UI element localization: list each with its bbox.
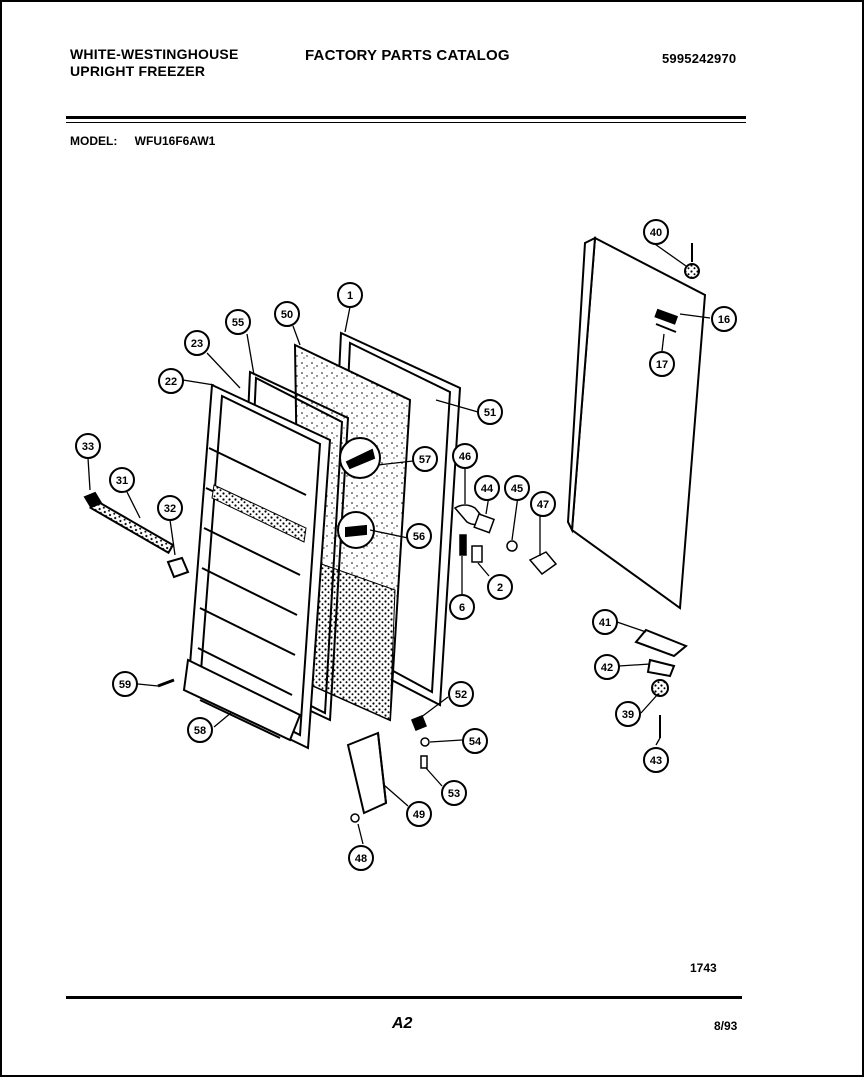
callout-58: 58 <box>187 717 213 743</box>
callout-48: 48 <box>348 845 374 871</box>
callout-39-label: 39 <box>622 709 634 721</box>
footer-rule <box>66 996 742 999</box>
callout-40-label: 40 <box>650 227 662 239</box>
detail-circles <box>337 437 381 549</box>
callout-47-label: 47 <box>537 499 549 511</box>
callout-42: 42 <box>594 654 620 680</box>
callout-23-label: 23 <box>191 338 203 350</box>
callout-54: 54 <box>462 728 488 754</box>
callout-50-label: 50 <box>281 309 293 321</box>
callout-31: 31 <box>109 467 135 493</box>
callout-32-label: 32 <box>164 503 176 515</box>
callout-46: 46 <box>452 443 478 469</box>
callout-2-label: 2 <box>497 582 503 594</box>
callout-17-label: 17 <box>656 359 668 371</box>
header-rule-thick <box>66 116 746 119</box>
callout-17: 17 <box>649 351 675 377</box>
callout-55: 55 <box>225 309 251 335</box>
callout-22-label: 22 <box>165 376 177 388</box>
callout-41-label: 41 <box>599 617 611 629</box>
callout-59-label: 59 <box>119 679 131 691</box>
callout-33: 33 <box>75 433 101 459</box>
callout-33-label: 33 <box>82 441 94 453</box>
callout-50: 50 <box>274 301 300 327</box>
callout-58-label: 58 <box>194 725 206 737</box>
callout-22: 22 <box>158 368 184 394</box>
catalog-part-number: 5995242970 <box>662 51 737 66</box>
model-label: MODEL: <box>70 134 118 148</box>
callout-45: 45 <box>504 475 530 501</box>
callout-6: 6 <box>449 594 475 620</box>
bottom-hinge-part <box>634 628 688 738</box>
callout-49: 49 <box>406 801 432 827</box>
header-rule-thin <box>66 122 746 123</box>
catalog-title: FACTORY PARTS CATALOG <box>305 47 510 64</box>
callout-56-label: 56 <box>413 531 425 543</box>
callout-43-label: 43 <box>650 755 662 767</box>
callout-52-label: 52 <box>455 689 467 701</box>
callout-54-label: 54 <box>469 736 482 748</box>
callout-44: 44 <box>474 475 500 501</box>
leader-lines <box>87 241 711 845</box>
callout-53: 53 <box>441 780 467 806</box>
callout-56: 56 <box>406 523 432 549</box>
small-hardware <box>157 504 558 823</box>
callout-59: 59 <box>112 671 138 697</box>
callout-16-label: 16 <box>718 314 730 326</box>
brand-name: WHITE-WESTINGHOUSE <box>70 46 239 62</box>
callout-23: 23 <box>184 330 210 356</box>
callout-40: 40 <box>643 219 669 245</box>
callout-49-label: 49 <box>413 809 425 821</box>
callout-31-label: 31 <box>116 475 128 487</box>
callout-43: 43 <box>643 747 669 773</box>
hinge-cover-part <box>346 731 388 815</box>
callout-53-label: 53 <box>448 788 460 800</box>
callout-42-label: 42 <box>601 662 613 674</box>
product-type: UPRIGHT FREEZER <box>70 63 206 79</box>
callout-47: 47 <box>530 491 556 517</box>
callout-45-label: 45 <box>511 483 523 495</box>
callout-51: 51 <box>477 399 503 425</box>
model-number: WFU16F6AW1 <box>134 134 216 148</box>
door-liner-part <box>186 383 332 750</box>
door-outer-panel-part <box>566 236 707 610</box>
callout-46-label: 46 <box>459 451 471 463</box>
figure-number: 1743 <box>690 961 717 975</box>
handle-assembly <box>83 491 190 579</box>
callout-57-label: 57 <box>419 454 431 466</box>
page-label: A2 <box>392 1015 413 1032</box>
callout-48-label: 48 <box>355 853 367 865</box>
callout-51-label: 51 <box>484 407 496 419</box>
callout-1: 1 <box>337 282 363 308</box>
kick-plate-part <box>182 658 302 742</box>
callout-1-label: 1 <box>347 290 353 302</box>
callout-52: 52 <box>448 681 474 707</box>
callout-44-label: 44 <box>481 483 494 495</box>
callout-57: 57 <box>412 446 438 472</box>
callout-6-label: 6 <box>459 602 465 614</box>
callout-32: 32 <box>157 495 183 521</box>
callout-55-label: 55 <box>232 317 244 329</box>
page-date: 8/93 <box>714 1019 738 1033</box>
model-line: MODEL: WFU16F6AW1 <box>70 134 215 148</box>
callout-41: 41 <box>592 609 618 635</box>
callout-16: 16 <box>711 306 737 332</box>
callout-39: 39 <box>615 701 641 727</box>
callout-2: 2 <box>487 574 513 600</box>
